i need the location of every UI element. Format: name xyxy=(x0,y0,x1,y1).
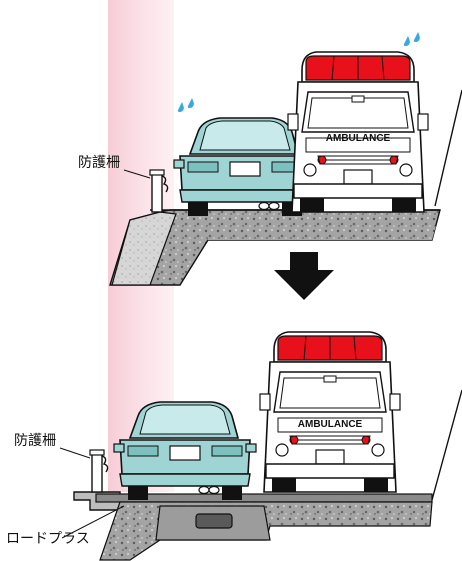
bottom-guardrail-label: 防護柵 xyxy=(14,433,56,449)
down-arrow-icon xyxy=(274,252,334,300)
bottom-guardrail-post xyxy=(89,449,109,493)
top-guardrail-label: 防護柵 xyxy=(78,155,120,171)
bottom-ambulance xyxy=(259,331,401,493)
top-sedan-sweat-icon xyxy=(177,98,194,112)
top-ambulance-sweat-icon xyxy=(403,32,420,46)
bottom-ambulance-text: AMBULANCE xyxy=(298,419,363,430)
top-panel: AMBULANCE xyxy=(109,32,462,286)
bottom-panel: AMBULANCE xyxy=(59,331,462,561)
top-ambulance-text: AMBULANCE xyxy=(326,133,391,144)
road-plus-label: ロードプラス xyxy=(6,531,90,547)
top-ambulance xyxy=(287,51,429,213)
